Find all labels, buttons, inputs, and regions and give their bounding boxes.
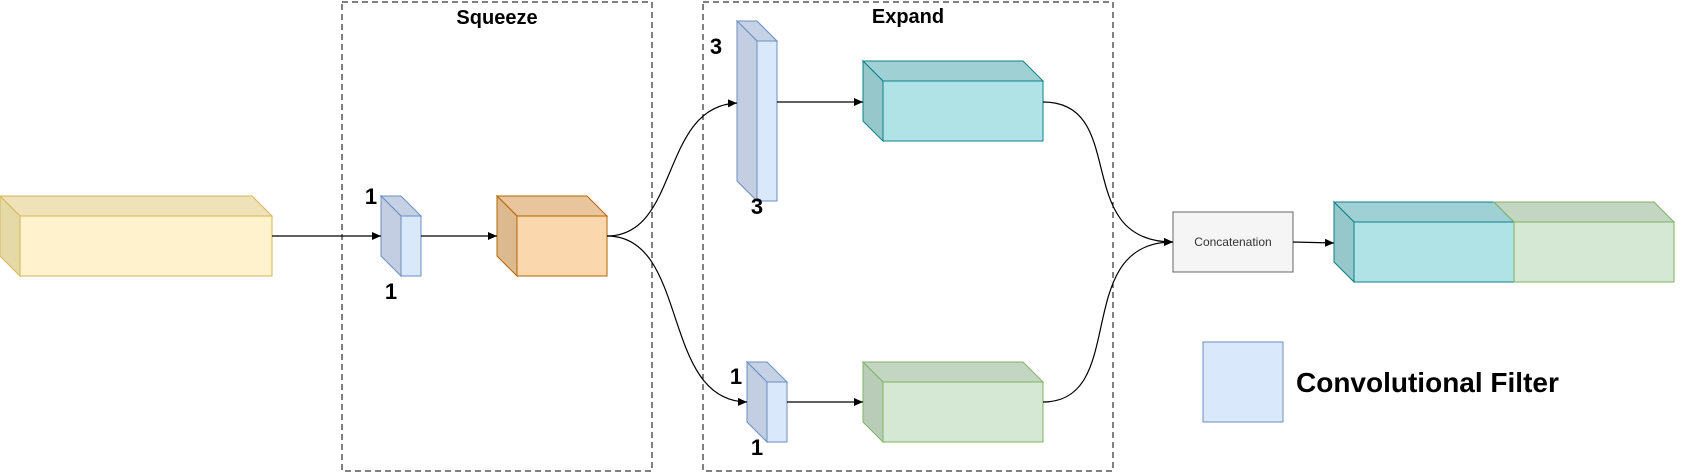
expand-3x3-width-label: 3 [751, 194, 763, 219]
expand-3x3-filter [735, 19, 779, 203]
expand-3x3-height-label: 3 [710, 34, 722, 59]
arrow-concat-to-output [1292, 238, 1335, 247]
squeeze-output-tensor [495, 194, 609, 278]
arrow-squeeze-to-expand-1x1 [606, 235, 748, 406]
expand-1x1-height-label: 1 [730, 364, 742, 389]
squeeze-filter [379, 194, 423, 278]
arrow-expand-3x3-to-concat [1042, 101, 1174, 246]
arrow-expand-1x1-to-concat [1042, 238, 1174, 403]
expand-3x3-output-tensor [861, 59, 1045, 143]
expand-1x1-width-label: 1 [751, 435, 763, 460]
concatenation-label: Concatenation [1194, 235, 1271, 249]
legend-swatch [1202, 341, 1284, 423]
expand-title: Expand [872, 6, 944, 28]
concatenated-output-tensor [1332, 200, 1676, 284]
squeeze-filter-width-label: 1 [385, 279, 397, 304]
arrow-squeeze-to-expand-3x3 [606, 99, 738, 237]
squeeze-filter-height-label: 1 [365, 184, 377, 209]
squeeze-title: Squeeze [456, 7, 537, 29]
expand-group-box [702, 1, 1114, 472]
expand-1x1-filter [745, 360, 789, 444]
input-tensor [0, 195, 274, 278]
legend-label: Convolutional Filter [1296, 367, 1559, 398]
expand-1x1-output-tensor [861, 360, 1045, 444]
